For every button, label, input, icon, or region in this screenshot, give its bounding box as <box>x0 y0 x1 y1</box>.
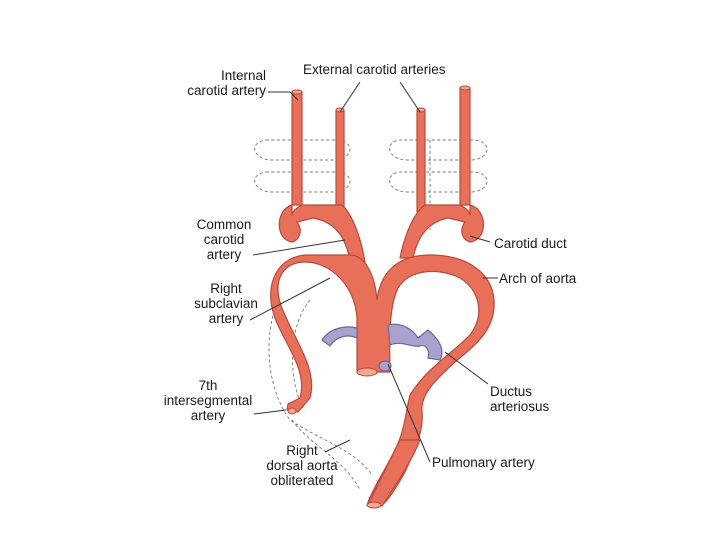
internal-carotid-label: Internal carotid artery <box>187 68 266 98</box>
ductus-arteriosus-label: Ductus arteriosus <box>490 384 550 414</box>
right-pulmonary-branch <box>321 326 358 347</box>
left-internal-carotid-vessel <box>459 87 471 206</box>
leader-lines <box>249 81 498 463</box>
common-carotid-label: Common carotid artery <box>196 217 252 262</box>
descending-aorta-vessel <box>367 439 421 507</box>
left-external-carotid-vessel <box>416 109 426 213</box>
right-subclavian-label: Right subclavian artery <box>194 281 258 326</box>
arch-of-aorta-label: Arch of aorta <box>499 271 577 286</box>
external-carotid-label: External carotid arteries <box>303 62 446 77</box>
right-internal-carotid-vessel <box>291 91 303 206</box>
vessel-openings <box>287 85 471 509</box>
seventh-intersegmental-label: 7th intersegmental artery <box>163 378 253 423</box>
left-common-carotid-vessel <box>399 204 484 259</box>
right-dorsal-aorta-label: Right dorsal aorta obliterated <box>266 443 338 488</box>
ductus-arteriosus-vessel <box>378 360 392 372</box>
aortic-arch-vessel <box>270 254 495 507</box>
pulmonary-vessels <box>321 323 443 372</box>
pulmonary-artery-label: Pulmonary artery <box>432 455 535 470</box>
right-common-carotid-vessel <box>278 204 366 263</box>
right-external-carotid-vessel <box>335 109 345 213</box>
carotid-duct-label: Carotid duct <box>494 236 567 251</box>
pulmonary-trunk-vessel <box>387 323 443 361</box>
